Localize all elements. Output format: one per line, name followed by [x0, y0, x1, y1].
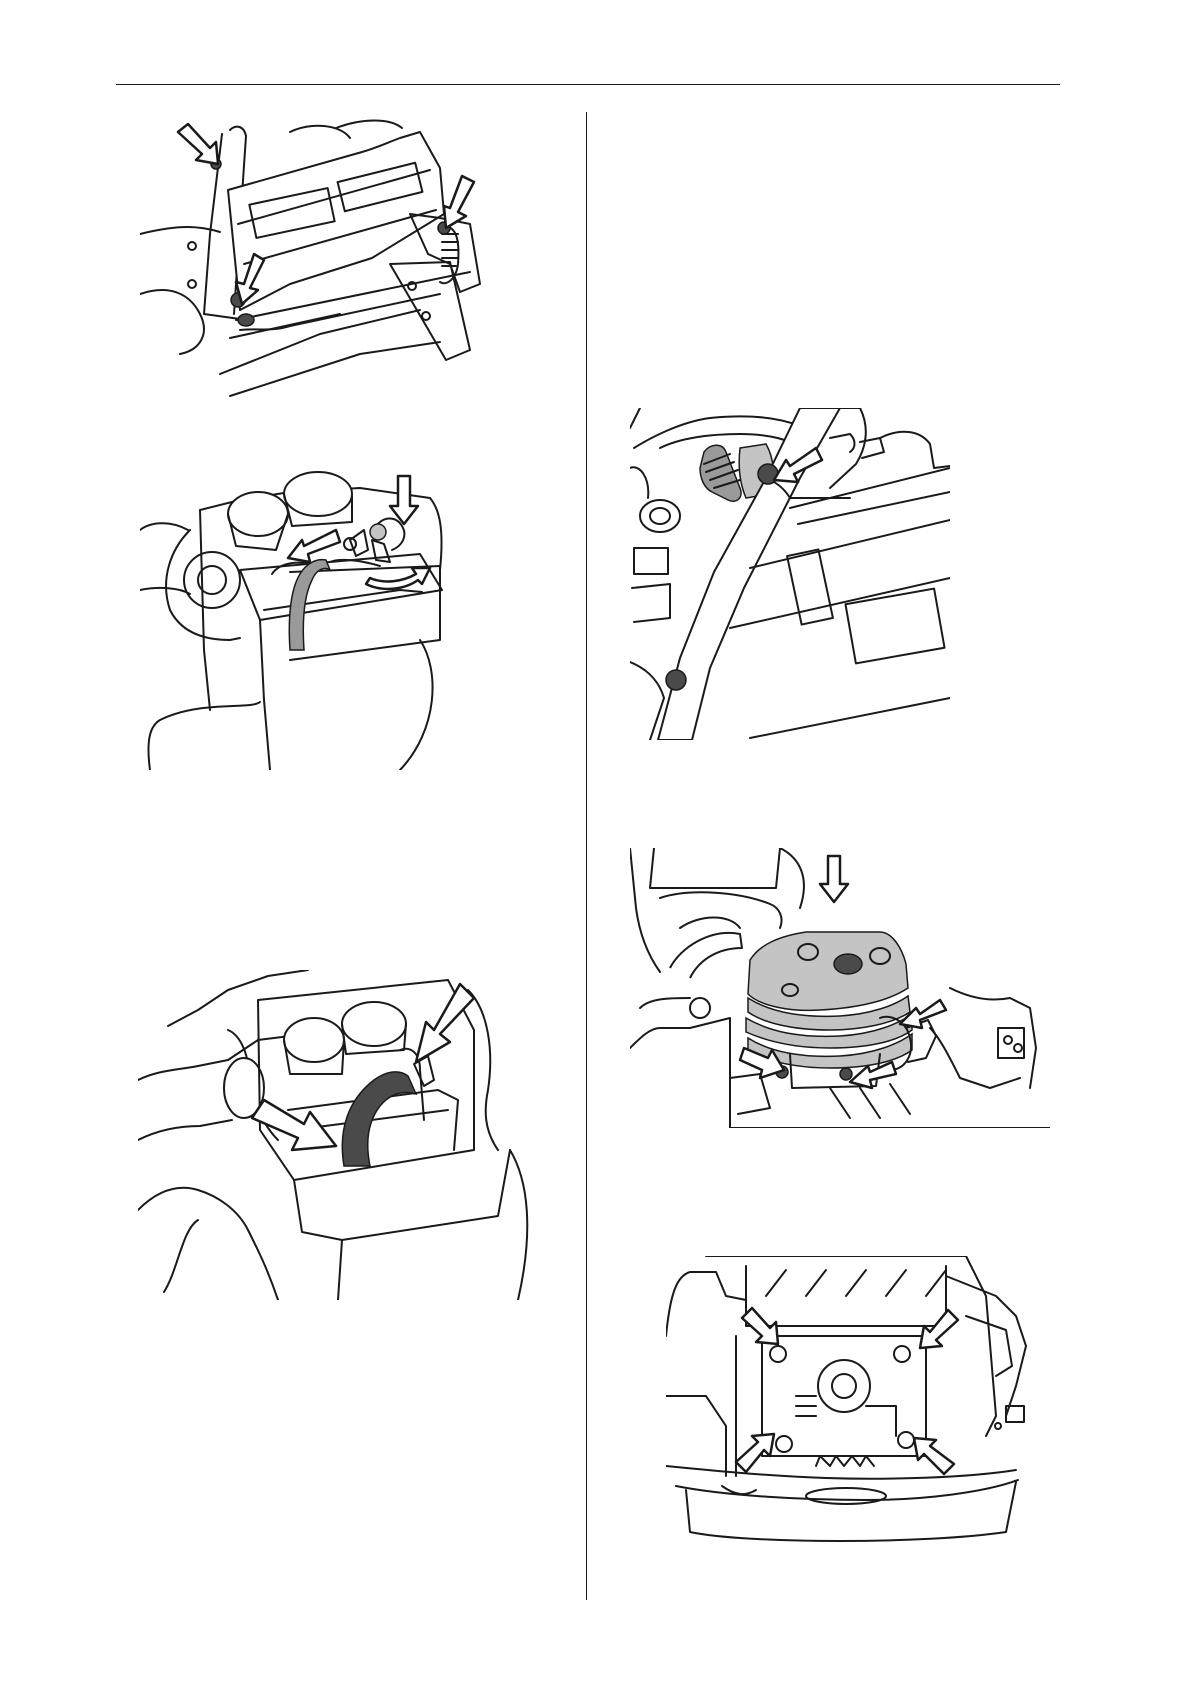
figure-throttle-link	[140, 470, 512, 770]
arrow-icon	[914, 1438, 954, 1474]
arrow-icon	[920, 1310, 958, 1348]
arrow-icon	[252, 1100, 336, 1150]
arrow-icon	[820, 856, 848, 902]
figure-hose-removal	[138, 970, 538, 1300]
arrow-icon	[288, 530, 340, 562]
header-rule	[116, 84, 1060, 85]
figure-handle-bolt	[630, 408, 950, 740]
arrow-icon	[178, 124, 218, 164]
column-divider	[586, 112, 587, 1600]
figure-cover-screws	[140, 114, 546, 414]
arrow-icon	[390, 476, 418, 524]
arrow-icon	[736, 1434, 774, 1472]
figure-cylinder-bolts	[630, 848, 1050, 1128]
figure-crankcase-bolts	[666, 1256, 1030, 1544]
rotate-arrow-icon	[366, 568, 430, 589]
arrow-icon	[444, 176, 474, 228]
arrow-icon	[416, 984, 474, 1062]
